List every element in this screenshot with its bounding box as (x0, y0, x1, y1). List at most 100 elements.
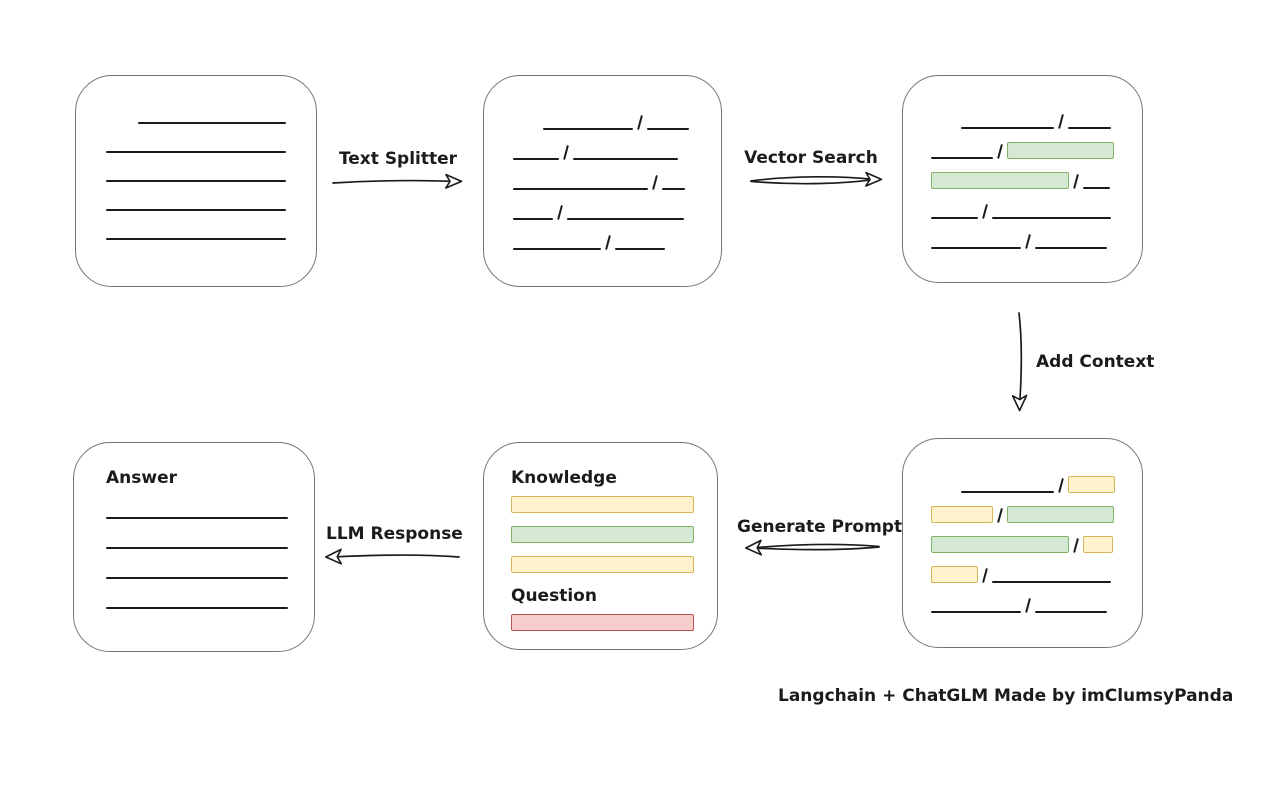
yellow-chunk-chip (1083, 536, 1114, 553)
yellow-chunk-chip (511, 556, 694, 573)
chunk-row (106, 501, 314, 519)
text-line-segment (106, 517, 288, 519)
text-line-segment (567, 218, 685, 220)
document-lines (106, 106, 286, 240)
text-line-segment (513, 248, 601, 250)
vector-search-label: Vector Search (744, 148, 878, 168)
text-line-segment (106, 607, 288, 609)
chunk-row (931, 111, 1142, 130)
text-splitter-label: Text Splitter (338, 149, 458, 169)
chunk-row (106, 561, 314, 579)
add-context-label: Add Context (1036, 352, 1155, 372)
chunk-row (106, 222, 286, 240)
chunk-row (511, 555, 717, 573)
chunk-row (931, 201, 1142, 220)
chunk-row (511, 525, 717, 543)
slash-separator (1058, 477, 1065, 494)
chunk-row (511, 495, 717, 513)
text-line-segment (931, 611, 1021, 613)
chunk-row (513, 142, 721, 161)
text-line-segment (1083, 187, 1111, 189)
text-line-segment (106, 180, 286, 182)
llm-response-arrow (325, 548, 460, 565)
chunk-row (513, 202, 721, 221)
chunk-row (931, 475, 1142, 494)
knowledge-label: Knowledge (511, 468, 617, 488)
context-rows (931, 475, 1142, 614)
slash-separator (1025, 597, 1032, 614)
slash-separator (563, 144, 570, 161)
search-result-rows (931, 111, 1142, 250)
credit-caption: Langchain + ChatGLM Made by imClumsyPand… (778, 686, 1234, 706)
text-line-segment (106, 209, 286, 211)
context-box (902, 438, 1143, 648)
text-line-segment (513, 188, 648, 190)
generate-prompt-arrow (745, 539, 880, 556)
slash-separator (997, 507, 1004, 524)
answer-label: Answer (106, 468, 177, 488)
text-line-segment (931, 157, 993, 159)
chunk-row (931, 505, 1142, 524)
green-chunk-chip (1007, 142, 1115, 159)
chunk-row (106, 531, 314, 549)
split-text-rows (513, 112, 721, 251)
knowledge-chips (511, 495, 717, 573)
text-line-segment (513, 218, 553, 220)
answer-lines (106, 501, 314, 609)
chunk-row (931, 171, 1142, 190)
chunk-row (106, 164, 286, 182)
slash-separator (652, 174, 659, 191)
text-line-segment (138, 122, 286, 124)
yellow-chunk-chip (931, 566, 978, 583)
slash-separator (982, 567, 989, 584)
chunk-row (106, 106, 286, 124)
chunk-row (931, 141, 1142, 160)
llm-response-label: LLM Response (326, 524, 463, 544)
text-line-segment (1035, 611, 1108, 613)
slash-separator (557, 204, 564, 221)
text-line-segment (615, 248, 666, 250)
text-line-segment (961, 491, 1054, 493)
chunk-row (931, 595, 1142, 614)
search-result-box (902, 75, 1143, 283)
text-line-segment (573, 158, 679, 160)
text-line-segment (647, 128, 690, 130)
document-box (75, 75, 317, 287)
chunk-row (931, 535, 1142, 554)
chunk-row (513, 112, 721, 131)
yellow-chunk-chip (511, 496, 694, 513)
text-line-segment (992, 217, 1112, 219)
chunk-row (513, 232, 721, 251)
text-line-segment (106, 238, 286, 240)
text-line-segment (106, 151, 286, 153)
text-line-segment (106, 577, 288, 579)
slash-separator (1025, 233, 1032, 250)
generate-prompt-label: Generate Prompt (737, 517, 903, 537)
prompt-box: Knowledge Question (483, 442, 718, 650)
slash-separator (1058, 113, 1065, 130)
chunk-row (513, 172, 721, 191)
slash-separator (982, 203, 989, 220)
green-chunk-chip (1007, 506, 1115, 523)
text-line-segment (1035, 247, 1108, 249)
green-chunk-chip (931, 172, 1069, 189)
text-line-segment (961, 127, 1054, 129)
chunk-row (106, 135, 286, 153)
chunk-row (511, 613, 717, 631)
split-text-box (483, 75, 722, 287)
text-line-segment (931, 217, 978, 219)
chunk-row (931, 565, 1142, 584)
chunk-row (931, 231, 1142, 250)
chunk-row (106, 591, 314, 609)
slash-separator (1073, 173, 1080, 190)
slash-separator (997, 143, 1004, 160)
green-chunk-chip (931, 536, 1069, 553)
red-chunk-chip (511, 614, 694, 631)
question-label: Question (511, 586, 597, 606)
text-line-segment (543, 128, 633, 130)
slash-separator (605, 234, 612, 251)
chunk-row (106, 193, 286, 211)
text-line-segment (992, 581, 1112, 583)
slash-separator (1073, 537, 1080, 554)
